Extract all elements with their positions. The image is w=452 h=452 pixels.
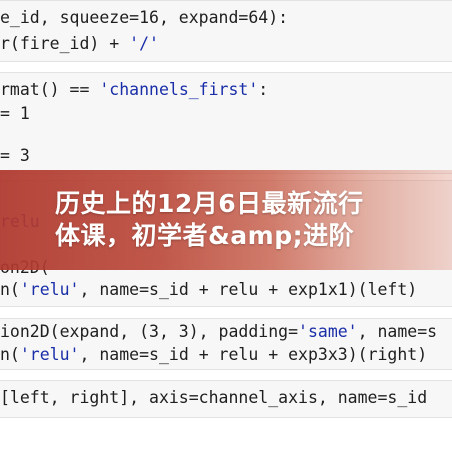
- code-text: = 3: [0, 146, 30, 165]
- code-text: e_id, squeeze=16, expand=64):: [0, 8, 289, 27]
- code-line: [left, right], axis=channel_axis, name=s…: [0, 388, 427, 408]
- code-text: n(: [0, 345, 20, 364]
- banner-title-line: 历史上的12月6日最新流行: [55, 189, 364, 218]
- code-line: n('relu', name=s_id + relu + exp3x3)(rig…: [0, 345, 427, 365]
- code-text: ion2D(expand, (3, 3), padding=: [0, 322, 299, 341]
- code-cell[interactable]: [0, 72, 452, 174]
- string-literal: 'channels_first': [99, 80, 259, 99]
- code-line: = 1: [0, 104, 30, 124]
- code-line: e_id, squeeze=16, expand=64):: [0, 8, 288, 28]
- code-text: , name=s_id + relu + exp1x1)(left): [79, 280, 418, 299]
- code-line: = 3: [0, 146, 30, 166]
- string-literal: 'relu': [19, 280, 80, 299]
- banner-overlay: [0, 170, 452, 270]
- code-text: :: [258, 80, 269, 99]
- code-text: r(fire_id) +: [0, 34, 130, 53]
- banner-title-line: 体课，初学者&amp;进阶: [55, 221, 355, 250]
- code-text: rmat() ==: [0, 80, 100, 99]
- code-text: n(: [0, 280, 20, 299]
- code-text: [left, right], axis=channel_axis, name=s…: [0, 388, 428, 407]
- code-cell[interactable]: [0, 318, 452, 370]
- code-text: , name=s: [357, 322, 438, 341]
- banner-title: 历史上的12月6日最新流行 体课，初学者&amp;进阶: [55, 188, 450, 252]
- code-line: n('relu', name=s_id + relu + exp1x1)(lef…: [0, 280, 417, 300]
- string-literal: 'same': [298, 322, 358, 341]
- code-line: ion2D(expand, (3, 3), padding='same', na…: [0, 322, 437, 342]
- string-literal: 'relu': [19, 345, 80, 364]
- code-line: rmat() == 'channels_first':: [0, 80, 268, 100]
- code-text: , name=s_id + relu + exp3x3)(right): [79, 345, 428, 364]
- code-cell[interactable]: [0, 0, 452, 62]
- string-literal: '/': [129, 34, 159, 53]
- code-line: r(fire_id) + '/': [0, 34, 159, 54]
- code-cell[interactable]: [0, 380, 452, 418]
- code-text: = 1: [0, 104, 30, 123]
